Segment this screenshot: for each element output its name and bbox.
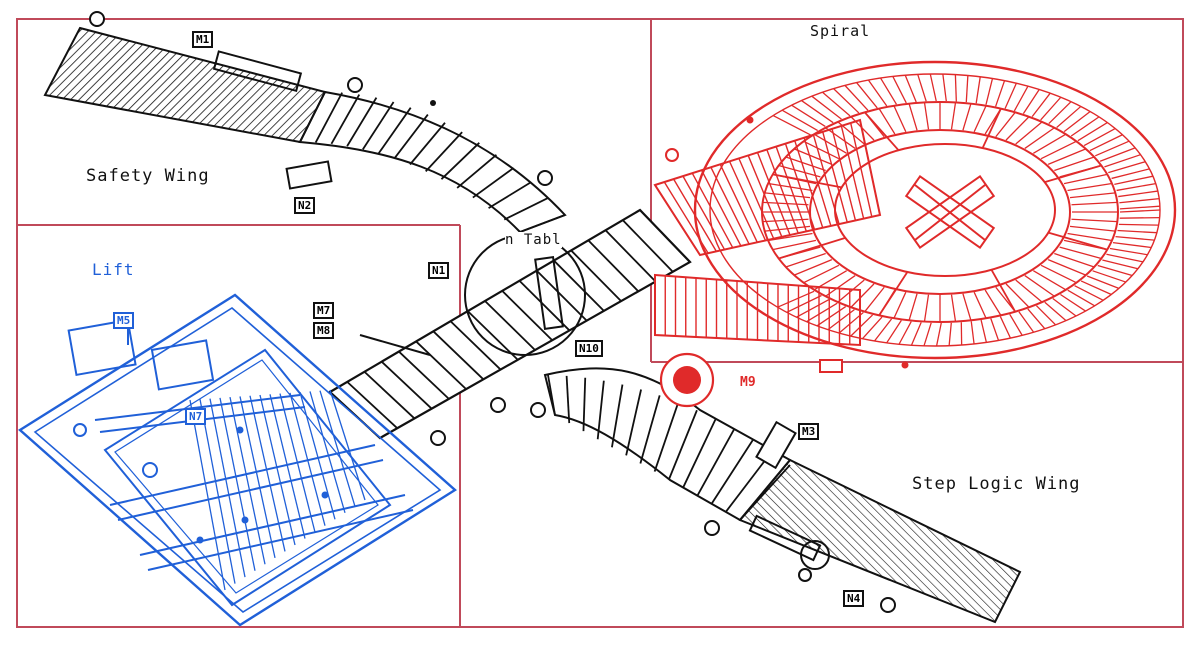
step-logic-wing-conveyor: [545, 368, 1020, 622]
circle-marker-icon: [531, 403, 545, 417]
tag-n7: N7: [185, 408, 206, 425]
circle-marker-icon: [666, 149, 678, 161]
circle-marker-icon: [799, 569, 811, 581]
lift-label: Lift: [92, 260, 135, 279]
tag-m3: M3: [798, 423, 819, 440]
turntable-label: n Tabl: [505, 232, 562, 248]
tag-m7: M7: [313, 302, 334, 319]
spiral-conveyor: [655, 62, 1175, 406]
sensor-dot-icon: [197, 537, 203, 543]
circle-marker-icon: [538, 171, 552, 185]
sensor-dot-icon: [747, 117, 753, 123]
spiral-hub-cross: [906, 176, 993, 247]
circle-marker-icon: [881, 598, 895, 612]
sensor-dot-icon: [237, 427, 243, 433]
step-logic-wing-label: Step Logic Wing: [912, 474, 1081, 494]
circle-marker-icon: [348, 78, 362, 92]
tag-n10: N10: [575, 340, 603, 357]
circle-marker-icon: [143, 463, 157, 477]
sensor-dot-icon: [430, 100, 436, 106]
sensor-dot-icon: [902, 362, 908, 368]
sensor-dot-icon: [322, 492, 328, 498]
circle-marker-icon: [431, 431, 445, 445]
tag-n4: N4: [843, 590, 864, 607]
tag-m5: M5: [113, 312, 134, 329]
safety-wing-label: Safety Wing: [86, 166, 210, 186]
circle-marker-icon: [705, 521, 719, 535]
circle-marker-icon: [90, 12, 104, 26]
tag-m8: M8: [313, 322, 334, 339]
sensor-dot-icon: [242, 517, 248, 523]
tag-m9: M9: [738, 376, 758, 389]
spiral-label: Spiral: [810, 22, 870, 40]
circle-marker-icon: [74, 424, 86, 436]
tag-n1: N1: [428, 262, 449, 279]
circle-marker-icon: [491, 398, 505, 412]
tag-m1: M1: [192, 31, 213, 48]
tag-n2: N2: [294, 197, 315, 214]
